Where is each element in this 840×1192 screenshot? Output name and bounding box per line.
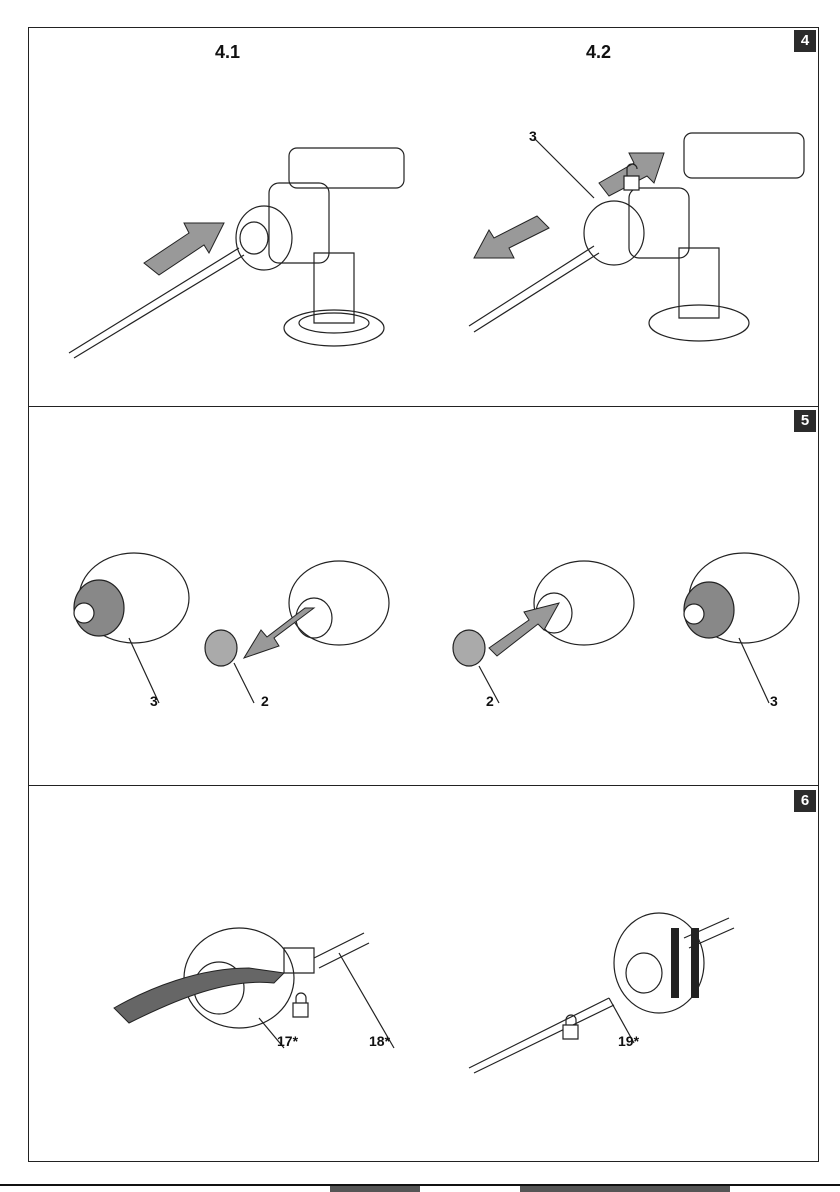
sub-figure-label: 4.1 bbox=[215, 42, 240, 63]
part-callout: 2 bbox=[261, 693, 269, 709]
keyed-chuck-illustration bbox=[109, 898, 409, 1058]
printer-marks bbox=[0, 1184, 840, 1192]
lock-icon bbox=[563, 1015, 578, 1039]
part-callout: 3 bbox=[770, 693, 778, 709]
section-number-badge: 6 bbox=[794, 790, 816, 812]
part-callout: 17* bbox=[277, 1033, 298, 1049]
chuck-illustration bbox=[49, 548, 809, 718]
sub-figure-label: 4.2 bbox=[586, 42, 611, 63]
arrow-icon bbox=[474, 216, 549, 258]
part-callout: 2 bbox=[486, 693, 494, 709]
part-callout: 3 bbox=[529, 128, 537, 144]
section-divider bbox=[29, 406, 818, 407]
part-callout: 3 bbox=[150, 693, 158, 709]
arrow-icon bbox=[144, 223, 224, 275]
part-callout: 18* bbox=[369, 1033, 390, 1049]
section-number-badge: 5 bbox=[794, 410, 816, 432]
arrow-icon bbox=[489, 603, 559, 656]
drill-illustration bbox=[49, 123, 409, 353]
lock-icon bbox=[293, 993, 308, 1017]
section-divider bbox=[29, 785, 818, 786]
part-callout: 19* bbox=[618, 1033, 639, 1049]
section-number-badge: 4 bbox=[794, 30, 816, 52]
page-frame: 4 4.1 4.2 bbox=[28, 27, 819, 1162]
drill-illustration bbox=[449, 98, 809, 353]
